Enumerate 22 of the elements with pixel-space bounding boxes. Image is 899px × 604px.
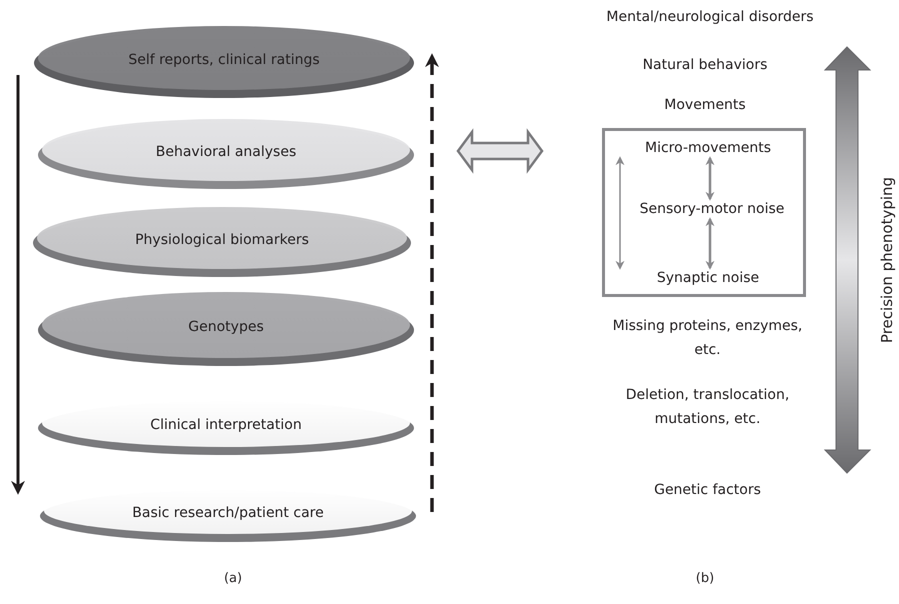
layer-label: Basic research/patient care — [132, 505, 324, 521]
axis-label: Precision phenotyping — [877, 176, 897, 346]
node-label: Synaptic noise — [656, 270, 760, 286]
label: Natural behaviors — [642, 56, 768, 75]
double-arrow — [616, 156, 624, 270]
label: Missing proteins, enzymes, etc. — [612, 317, 804, 360]
grouping-frame — [602, 128, 806, 297]
label: Mental/neurological disorders — [605, 8, 815, 27]
label: Deletion, translocation, mutations, etc. — [624, 386, 790, 429]
double-arrow — [706, 217, 714, 270]
label: Genetic factors — [653, 481, 762, 500]
layer-label: Self reports, clinical ratings — [128, 52, 320, 68]
label: Movements — [663, 96, 747, 115]
layer-label: Clinical interpretation — [150, 417, 302, 433]
layer-label: Genotypes — [188, 319, 264, 335]
node-label: Micro-movements — [645, 140, 771, 156]
layer-label: Physiological biomarkers — [135, 232, 309, 248]
panel-label: (a) — [222, 570, 244, 588]
node-label: Sensory-motor noise — [640, 201, 784, 217]
double-arrow — [706, 156, 714, 201]
panel-label: (b) — [694, 570, 716, 588]
layer-label: Behavioral analyses — [156, 144, 296, 160]
